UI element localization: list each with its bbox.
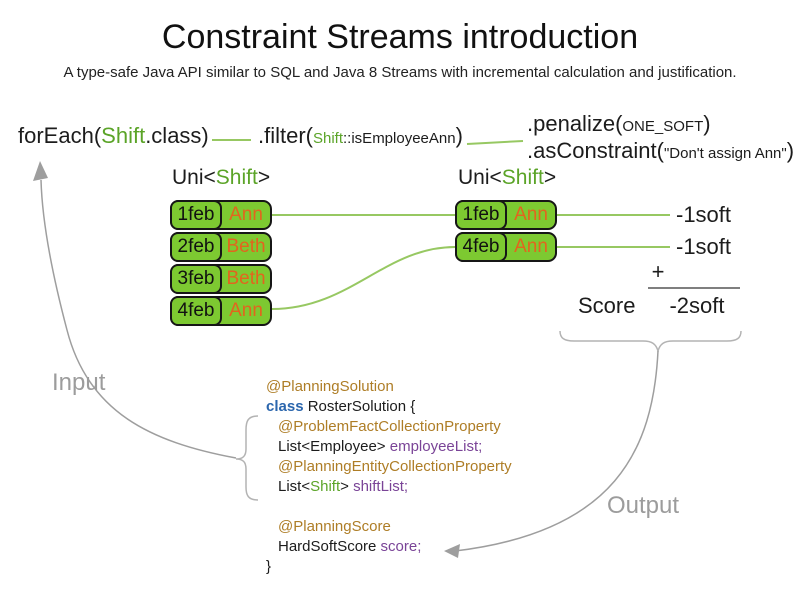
code-shift-type: Shift <box>310 478 341 495</box>
asconstraint-expression: .asConstraint("Don't assign Ann") <box>527 137 794 168</box>
shift-date: 4feb <box>455 232 507 262</box>
shift-card: 4feb Ann <box>170 296 272 326</box>
code-closing-brace: } <box>266 558 272 575</box>
uni-prefix: Uni< <box>458 166 502 189</box>
shift-card: 2feb Beth <box>170 232 272 262</box>
shift-card: 3feb Beth <box>170 264 272 294</box>
shift-employee: Beth <box>226 236 266 257</box>
shift-employee: Ann <box>514 204 548 225</box>
input-label: Input <box>52 369 106 396</box>
asconstraint-suffix: ) <box>786 138 795 163</box>
code-employee-type: List<Employee> <box>278 438 390 455</box>
pipeline-connector-line <box>466 140 524 145</box>
filter-arg-class: Shift <box>313 130 344 147</box>
uni-prefix: Uni< <box>172 166 216 189</box>
shift-card-filtered: 4feb Ann <box>455 232 557 262</box>
right-stream-type-label: Uni<Shift> <box>458 166 556 190</box>
code-blank-line <box>266 497 512 517</box>
code-score-field-line: HardSoftScore score; <box>266 537 512 557</box>
code-shift-list-field: List<Shift> shiftList; <box>266 477 512 497</box>
shift-date: 1feb <box>455 200 507 230</box>
subtitle: A type-safe Java API similar to SQL and … <box>63 64 737 81</box>
foreach-expression: forEach(Shift.class) <box>18 122 209 150</box>
code-annotation-planning-entity: @PlanningEntityCollectionProperty <box>278 458 512 475</box>
foreach-suffix: .class) <box>145 123 209 148</box>
shift-employee: Ann <box>229 300 263 321</box>
code-class-declaration: class RosterSolution { <box>266 397 512 417</box>
shift-date: 1feb <box>170 200 222 230</box>
code-shift-type-suffix: > <box>340 478 354 495</box>
code-score-type: HardSoftScore <box>278 538 381 555</box>
code-employee-list-field: List<Employee> employeeList; <box>266 437 512 457</box>
output-label: Output <box>607 492 680 519</box>
input-arrowhead-icon <box>33 161 48 181</box>
code-shift-type-prefix: List< <box>278 478 311 495</box>
code-annotation-planning-score: @PlanningScore <box>278 518 391 535</box>
shift-date: 2feb <box>170 232 222 262</box>
code-class-name: RosterSolution { <box>303 398 416 415</box>
score-brace <box>559 330 742 354</box>
uni-suffix: > <box>543 166 557 189</box>
filter-suffix: ) <box>455 123 463 148</box>
penalize-arg: ONE_SOFT <box>622 118 704 135</box>
penalize-expression: .penalize(ONE_SOFT) <box>527 110 711 141</box>
code-brace <box>235 415 259 501</box>
roster-solution-code: @PlanningSolution class RosterSolution {… <box>266 377 512 577</box>
shift-employee: Ann <box>229 204 263 225</box>
uni-type: Shift <box>215 166 258 189</box>
shift-employee: Ann <box>514 236 548 257</box>
shift-card: 1feb Ann <box>170 200 272 230</box>
code-score-field: score; <box>380 538 422 555</box>
stream-connector-4feb <box>271 246 456 310</box>
shift-date: 3feb <box>170 264 222 294</box>
filter-prefix: .filter( <box>258 123 313 148</box>
score-value: -2soft <box>669 293 725 318</box>
page-title: Constraint Streams introduction <box>161 18 639 56</box>
code-employee-field: employeeList; <box>389 438 483 455</box>
asconstraint-arg: "Don't assign Ann" <box>663 145 787 162</box>
uni-type: Shift <box>501 166 544 189</box>
code-annotation-planning-solution: @PlanningSolution <box>266 378 394 395</box>
code-annotation-problem-fact: @ProblemFactCollectionProperty <box>278 418 501 435</box>
penalize-suffix: ) <box>703 111 711 136</box>
filter-expression: .filter(Shift::isEmployeeAnn) <box>258 122 463 153</box>
plus-sign: + <box>651 259 665 284</box>
foreach-class: Shift <box>101 123 146 148</box>
penalize-prefix: .penalize( <box>527 111 623 136</box>
shift-card-filtered: 1feb Ann <box>455 200 557 230</box>
code-keyword-class: class <box>266 398 304 415</box>
penalty-value: -1soft <box>676 202 732 227</box>
asconstraint-prefix: .asConstraint( <box>527 138 664 163</box>
code-shift-field: shiftList; <box>353 478 409 495</box>
foreach-prefix: forEach( <box>18 123 102 148</box>
score-label: Score <box>578 293 636 318</box>
filter-arg-method: ::isEmployeeAnn <box>343 130 456 147</box>
shift-employee: Beth <box>226 268 266 289</box>
shift-date: 4feb <box>170 296 222 326</box>
penalty-value: -1soft <box>676 234 732 259</box>
uni-suffix: > <box>257 166 271 189</box>
left-stream-type-label: Uni<Shift> <box>172 166 270 190</box>
